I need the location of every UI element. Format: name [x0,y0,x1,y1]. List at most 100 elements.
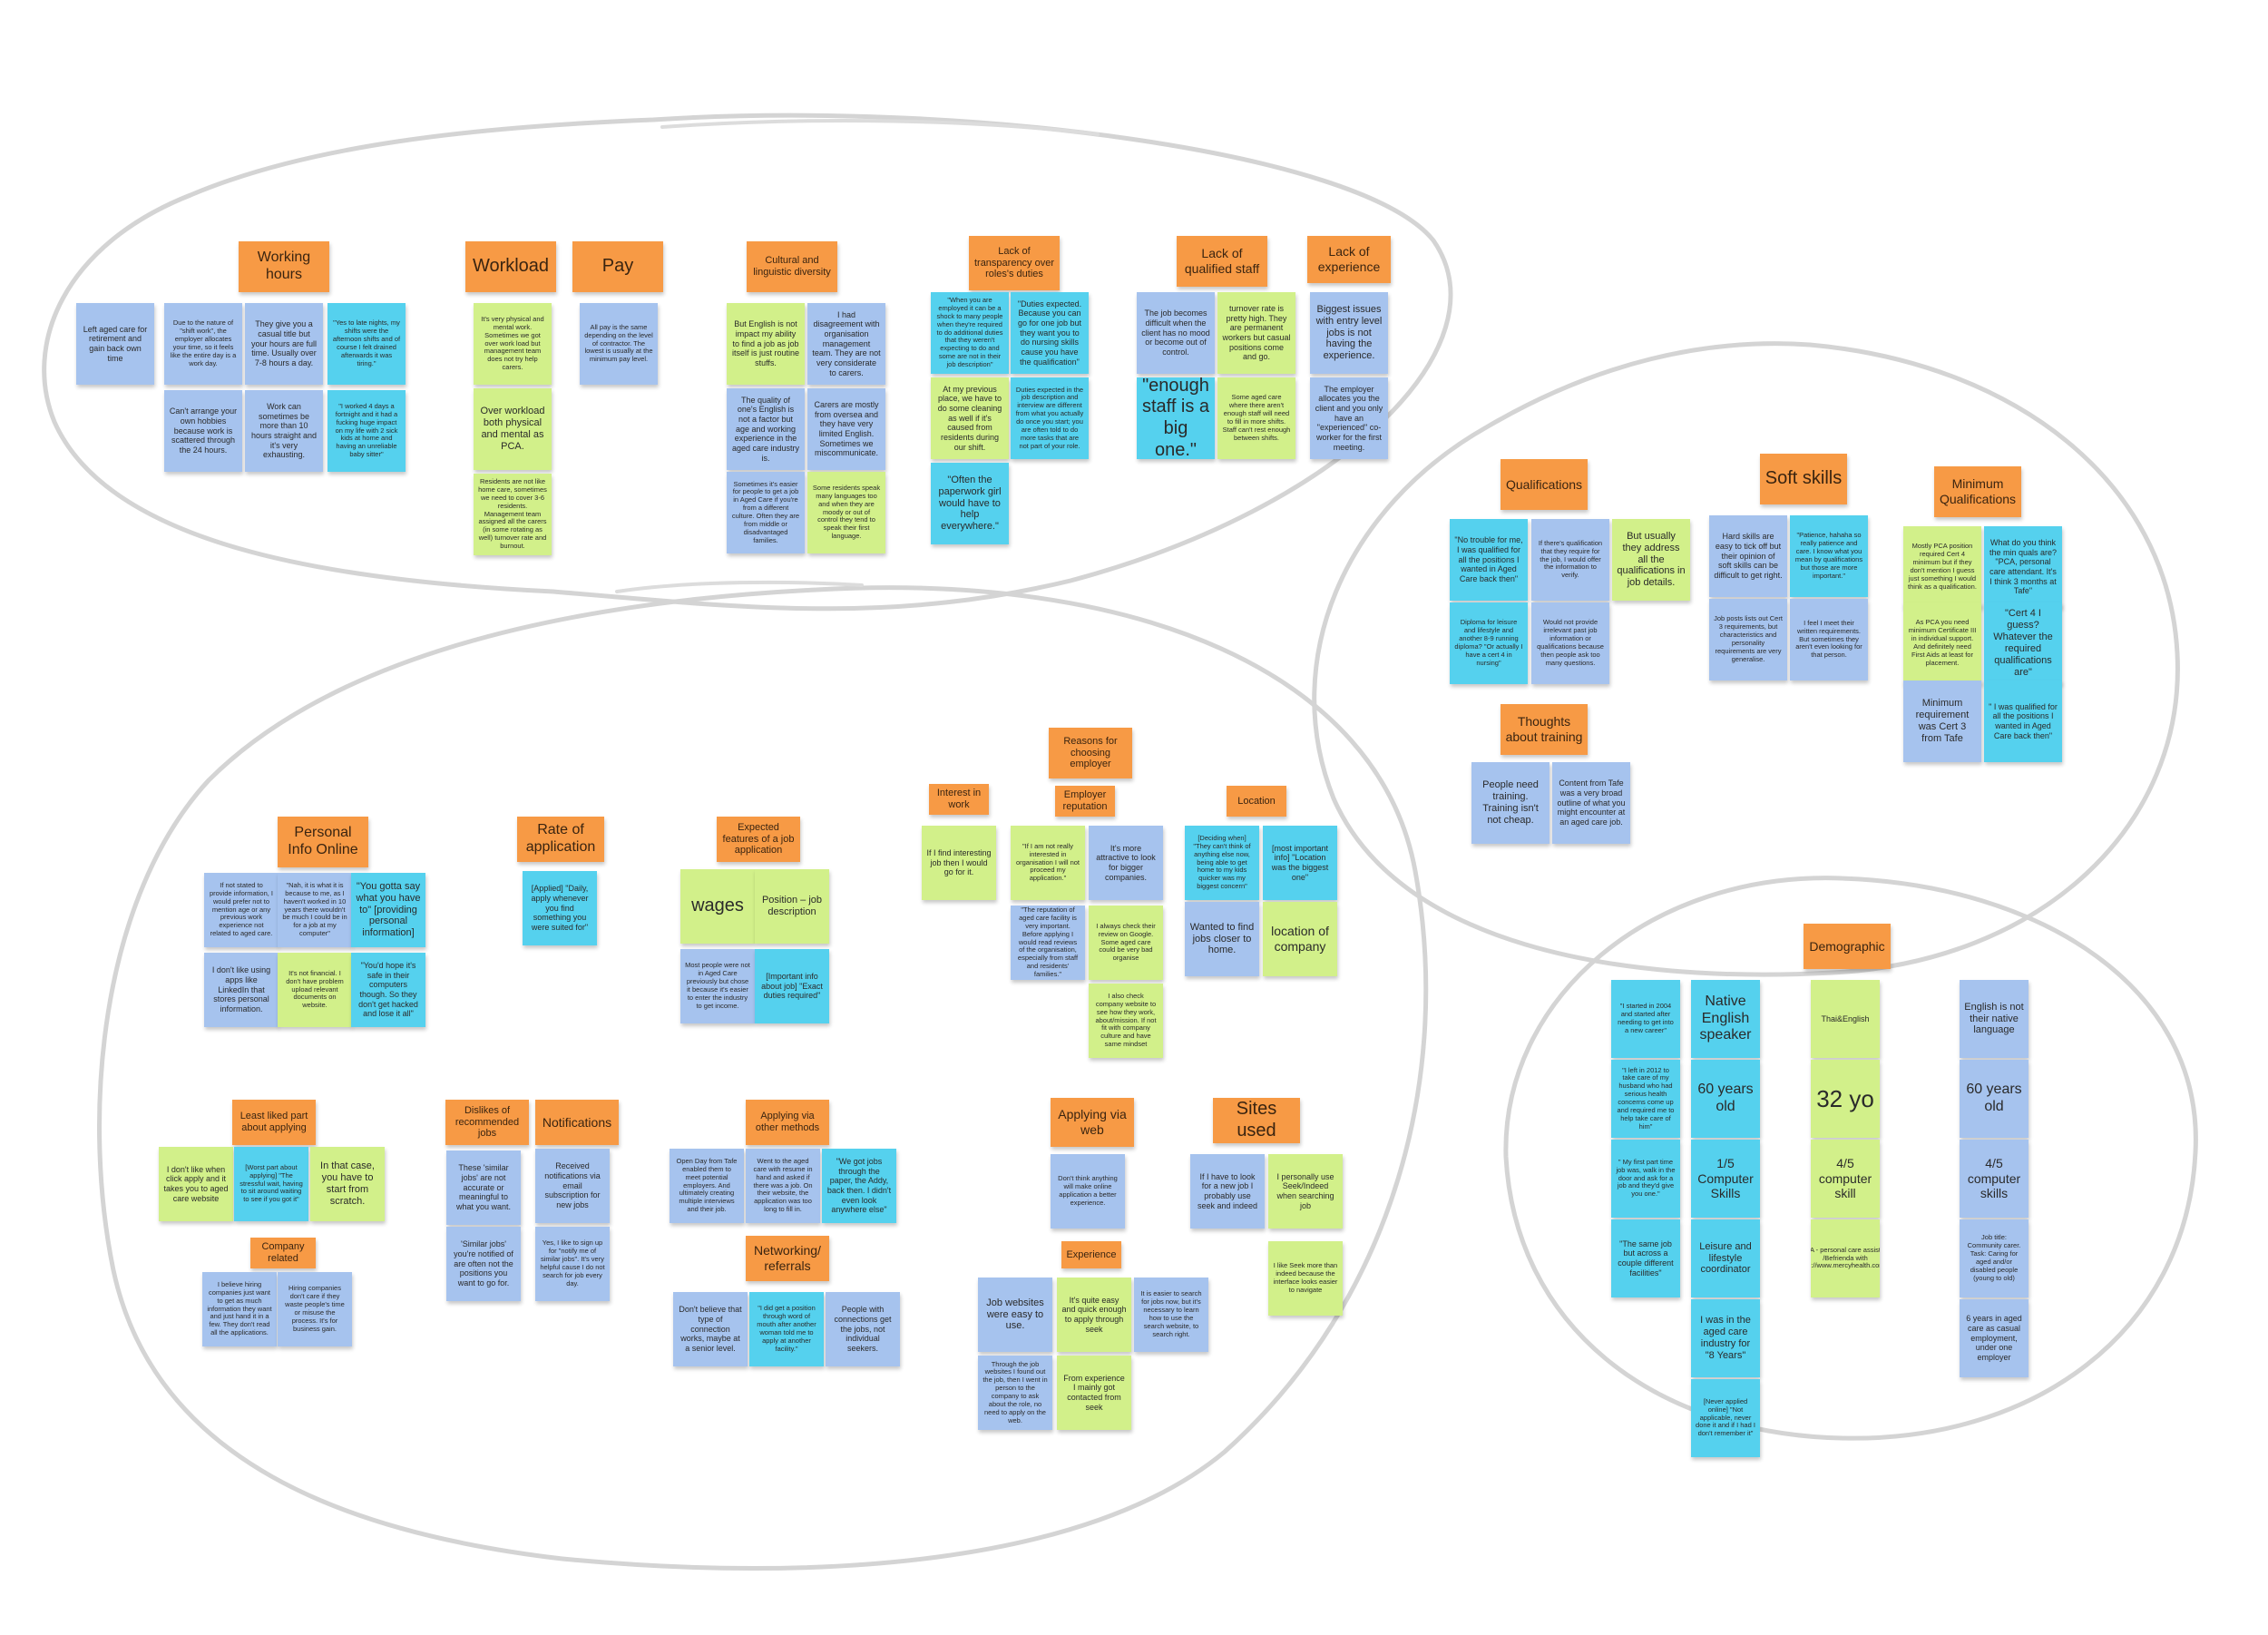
sticky-note-ef4[interactable]: [Important info about job] "Exact duties… [755,949,829,1023]
sticky-note-ao3[interactable]: "We got jobs through the paper, the Addy… [822,1149,896,1223]
sticky-note-wh5[interactable]: Can't arrange your own hobbies because w… [164,390,242,472]
sticky-note-d18[interactable]: 6 years in aged care as casual employmen… [1960,1299,2028,1377]
sticky-note-d13[interactable]: "The same job but across a couple differ… [1611,1219,1680,1297]
cluster-header-networking[interactable]: Networking/ referrals [746,1236,829,1281]
sticky-note-q5[interactable]: Would not provide irrelevant past job in… [1531,602,1609,684]
sticky-note-no2[interactable]: Yes, I like to sign up for "notify me of… [535,1227,610,1301]
sticky-note-ll1[interactable]: I don't like when click apply and it tak… [159,1147,233,1221]
sticky-note-ef3[interactable]: Most people were not in Aged Care previo… [680,949,755,1023]
sticky-note-er1[interactable]: "If I am not really interested in organi… [1011,826,1085,900]
sticky-note-mq1[interactable]: Mostly PCA position required Cert 4 mini… [1903,526,1981,608]
cluster-header-qualified-staff[interactable]: Lack of qualified staff [1177,236,1267,287]
sticky-note-q1[interactable]: "No trouble for me, I was qualified for … [1450,519,1528,601]
sticky-note-d8[interactable]: 60 years old [1960,1060,2028,1138]
sticky-note-er2[interactable]: It's more attractive to look for bigger … [1089,826,1163,900]
sticky-note-wh2[interactable]: Due to the nature of "shift work", the e… [164,303,242,385]
sticky-note-qs4[interactable]: Some aged care where there aren't enough… [1217,377,1295,459]
sticky-note-lo3[interactable]: Wanted to find jobs closer to home. [1185,902,1259,976]
sticky-note-pi3[interactable]: "You gotta say what you have to" [provid… [351,873,425,947]
sticky-note-wh1[interactable]: Left aged care for retirement and gain b… [76,303,154,385]
sticky-note-pi5[interactable]: It's not financial. I don't have problem… [278,953,352,1027]
sticky-note-dr2[interactable]: 'Similar jobs' you're notified of are of… [446,1227,521,1301]
sticky-note-qs1[interactable]: The job becomes difficult when the clien… [1137,292,1215,374]
sticky-note-no1[interactable]: Received notifications via email subscri… [535,1149,610,1223]
sticky-note-aw4[interactable]: It is easier to search for jobs now, but… [1134,1278,1208,1352]
sticky-note-d6[interactable]: 60 years old [1691,1060,1760,1138]
cluster-header-transparency[interactable]: Lack of transparency over roles's duties [969,236,1060,290]
sticky-note-cr2[interactable]: Hiring companies don't care if they wast… [278,1272,352,1346]
cluster-header-interest-work[interactable]: Interest in work [929,784,989,815]
cluster-header-rate-app[interactable]: Rate of application [517,817,604,862]
sticky-note-d12[interactable]: 4/5 computer skills [1960,1140,2028,1218]
sticky-note-wl1[interactable]: It's very physical and mental work. Some… [474,303,552,385]
sticky-note-su3[interactable]: I like Seek more than indeed because the… [1268,1241,1343,1316]
cluster-header-reasons[interactable]: Reasons for choosing employer [1049,728,1132,778]
sticky-note-cl4[interactable]: Carers are mostly from oversea and they … [807,388,885,470]
sticky-note-ss2[interactable]: "Patience, hahaha so really patience and… [1790,515,1868,597]
sticky-note-aw5[interactable]: Through the job websites I found out the… [978,1356,1052,1430]
sticky-note-cl1[interactable]: But English is not impact my ability to … [727,303,805,385]
sticky-note-tr4[interactable]: Duties expected in the job description a… [1011,377,1089,459]
sticky-note-ef1[interactable]: wages [680,869,755,944]
cluster-header-company-related[interactable]: Company related [250,1238,316,1268]
sticky-note-ra1[interactable]: [Applied] "Daily, apply whenever you fin… [523,871,597,945]
sticky-note-d1[interactable]: "I started in 2004 and started after nee… [1611,980,1680,1058]
sticky-note-wl2[interactable]: Over workload both physical and mental a… [474,388,552,470]
cluster-header-applying-web[interactable]: Applying via web [1051,1098,1134,1147]
cluster-header-pay[interactable]: Pay [572,241,663,292]
sticky-note-nr3[interactable]: People with connections get the jobs, no… [826,1292,900,1366]
sticky-note-cl3[interactable]: The quality of one's English is not a fa… [727,388,805,470]
sticky-note-wh4[interactable]: "Yes to late nights, my shifts were the … [327,303,406,385]
sticky-note-pay1[interactable]: All pay is the same depending on the lev… [580,303,658,385]
sticky-note-mq4[interactable]: "Cert 4 I guess? Whatever the required q… [1984,602,2062,684]
sticky-note-d11[interactable]: 4/5 computer skill [1811,1140,1880,1218]
sticky-note-d10[interactable]: 1/5 Computer Skills [1691,1140,1760,1218]
sticky-note-pi1[interactable]: If not stated to provide information, I … [204,873,279,947]
sticky-note-q3[interactable]: But usually they address all the qualifi… [1612,519,1690,601]
cluster-header-location[interactable]: Location [1227,786,1286,817]
sticky-note-d9[interactable]: " My first part time job was, walk in th… [1611,1140,1680,1218]
cluster-header-cultural[interactable]: Cultural and linguistic diversity [747,241,837,292]
sticky-note-tr5[interactable]: "Often the paperwork girl would have to … [931,463,1009,544]
sticky-note-er5[interactable]: I also check company website to see how … [1089,984,1163,1058]
cluster-header-min-qual[interactable]: Minimum Qualifications [1934,466,2021,517]
sticky-note-ss4[interactable]: I feel I meet their written requirements… [1790,599,1868,680]
cluster-header-workload[interactable]: Workload [465,241,556,292]
sticky-note-d4[interactable]: English is not their native language [1960,980,2028,1058]
sticky-note-d2[interactable]: Native English speaker [1691,980,1760,1058]
sticky-note-er3[interactable]: "The reputation of aged care facility is… [1011,906,1085,980]
cluster-header-notifications[interactable]: Notifications [535,1100,619,1145]
sticky-note-er4[interactable]: I always check their review on Google. S… [1089,906,1163,980]
sticky-note-wh6[interactable]: Work can sometimes be more than 10 hours… [245,390,323,472]
sticky-note-d16[interactable]: Job title: Community carer. Task: Caring… [1960,1219,2028,1297]
cluster-header-experience[interactable]: Lack of experience [1307,236,1391,283]
sticky-note-ao1[interactable]: Open Day from Tafe enabled them to meet … [670,1149,744,1223]
sticky-note-ex2[interactable]: The employer allocates you the client an… [1310,377,1388,459]
cluster-header-experience-web[interactable]: Experience [1061,1241,1121,1268]
sticky-note-su2[interactable]: I personally use Seek/Indeed when search… [1268,1154,1343,1229]
cluster-header-employer-rep[interactable]: Employer reputation [1055,786,1115,817]
sticky-note-d5[interactable]: "I left in 2012 to take care of my husba… [1611,1060,1680,1138]
sticky-note-wl3[interactable]: Residents are not like home care, someti… [474,474,552,555]
sticky-note-cr1[interactable]: I believe hiring companies just want to … [202,1272,277,1346]
sticky-note-d3[interactable]: Thai&English [1811,980,1880,1058]
cluster-header-soft-skills[interactable]: Soft skills [1760,454,1847,504]
sticky-note-pi2[interactable]: "Nah, it is what it is because to me, as… [278,873,352,947]
sticky-note-wh3[interactable]: They give you a casual title but your ho… [245,303,323,385]
sticky-note-lo1[interactable]: [Deciding when] "They can't think of any… [1185,826,1259,900]
sticky-note-qs3[interactable]: "enough staff is a big one." [1137,377,1215,459]
sticky-note-mq2[interactable]: What do you think the min quals are? "PC… [1984,526,2062,608]
sticky-note-mq5[interactable]: Minimum requirement was Cert 3 from Tafe [1903,680,1981,762]
sticky-note-nr2[interactable]: "I did get a position through word of mo… [749,1292,824,1366]
sticky-note-q4[interactable]: Diploma for leisure and lifestyle and an… [1450,602,1528,684]
sticky-note-iw1[interactable]: If I find interesting job then I would g… [922,826,996,900]
cluster-header-expected-features[interactable]: Expected features of a job application [717,817,800,862]
sticky-note-lo2[interactable]: [most important info] "Location was the … [1263,826,1337,900]
sticky-note-pi6[interactable]: "You'd hope it's safe in their computers… [351,953,425,1027]
sticky-note-nr1[interactable]: Don't believe that type of connection wo… [673,1292,748,1366]
cluster-header-least-liked[interactable]: Least liked part about applying [232,1100,316,1145]
sticky-note-cl6[interactable]: Some residents speak many languages too … [807,472,885,553]
sticky-note-ss3[interactable]: Job posts lists out Cert 3 requirements,… [1709,599,1787,680]
sticky-note-d19[interactable]: [Never applied online] "Not applicable, … [1691,1379,1760,1457]
sticky-note-ll3[interactable]: In that case, you have to start from scr… [310,1147,385,1221]
